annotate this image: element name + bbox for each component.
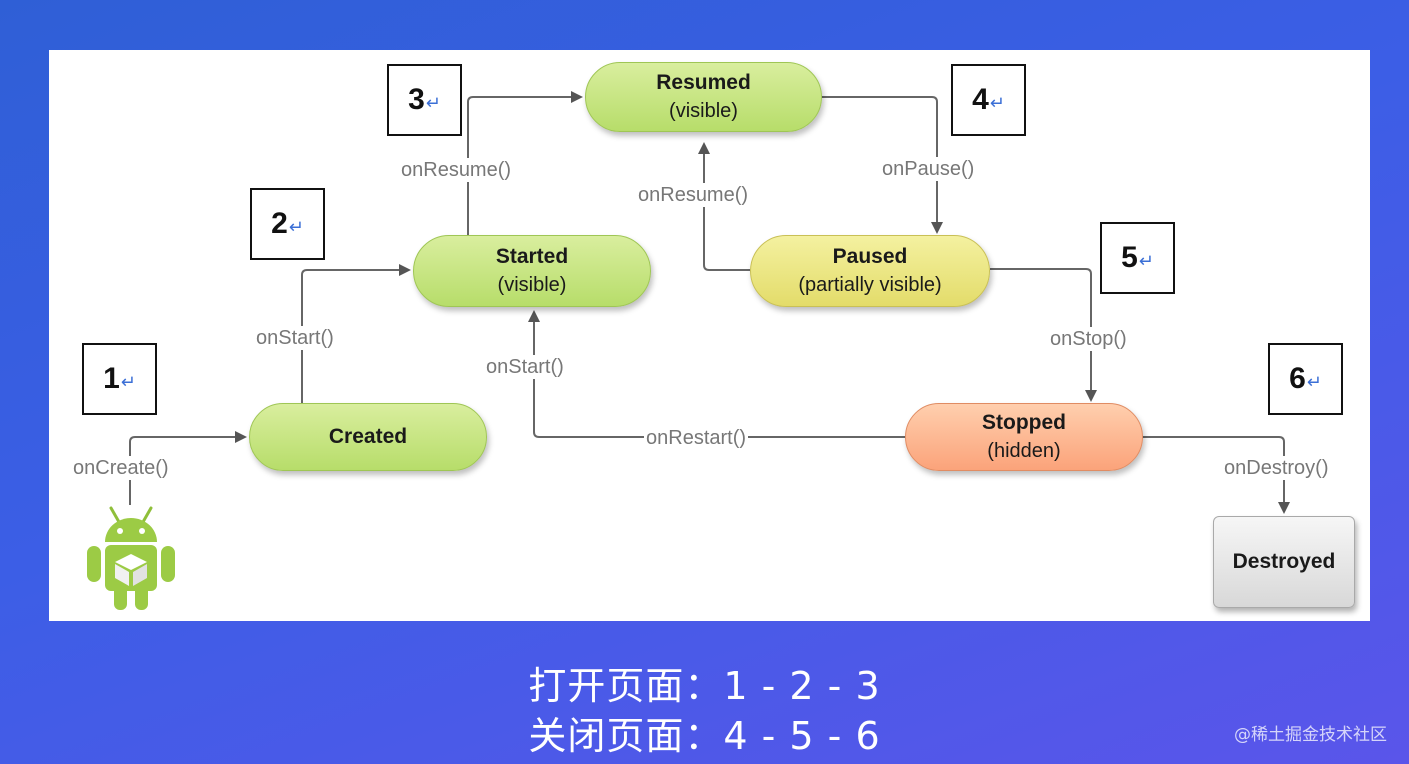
state-started-sub: (visible)	[497, 274, 567, 296]
state-started: Started (visible)	[413, 235, 651, 307]
step-marker-2-number: 2	[271, 207, 288, 240]
state-created: Created	[249, 403, 487, 471]
callback-oncreate: onCreate()	[71, 456, 171, 480]
state-stopped: Stopped (hidden)	[905, 403, 1143, 471]
return-icon: ↵	[425, 92, 441, 113]
connectors	[129, 91, 1290, 514]
state-resumed-sub: (visible)	[669, 100, 738, 122]
arrow-oncreate	[129, 431, 247, 505]
android-robot-icon	[87, 506, 175, 610]
caption-open-line: 打开页面：1 - 2 - 3	[528, 664, 881, 708]
callback-onrestart: onRestart()	[644, 426, 749, 450]
callback-onstart-2: onStart()	[484, 355, 566, 379]
arrow-onrestart	[528, 310, 905, 438]
step-marker-1-number: 1	[103, 362, 120, 395]
step-marker-5: 5↵	[1100, 222, 1175, 294]
caption-close-line: 关闭页面：4 - 5 - 6	[528, 714, 881, 758]
state-created-label: Created	[328, 425, 408, 448]
step-marker-3: 3↵	[387, 64, 462, 136]
step-marker-2: 2↵	[250, 188, 325, 260]
return-icon: ↵	[989, 92, 1005, 113]
state-stopped-label: Stopped	[982, 411, 1066, 434]
state-destroyed: Destroyed	[1213, 516, 1355, 608]
watermark: @稀土掘金技术社区	[1234, 725, 1387, 745]
state-paused-label: Paused	[832, 245, 908, 268]
step-marker-4: 4↵	[951, 64, 1026, 136]
step-marker-6: 6↵	[1268, 343, 1343, 415]
return-icon: ↵	[288, 216, 304, 237]
arrow-onpause	[822, 96, 943, 234]
return-icon: ↵	[1306, 371, 1322, 392]
arrow-onresume-2	[698, 142, 750, 271]
callback-onpause: onPause()	[880, 157, 977, 181]
callback-onstop: onStop()	[1048, 327, 1129, 351]
callback-onresume-1: onResume()	[399, 158, 514, 182]
return-icon: ↵	[1138, 250, 1154, 271]
step-marker-3-number: 3	[408, 83, 425, 116]
step-marker-4-number: 4	[972, 83, 989, 116]
diagram-panel: Created Started (visible) Resumed (visib…	[49, 50, 1370, 621]
step-marker-5-number: 5	[1121, 241, 1138, 274]
return-icon: ↵	[120, 371, 136, 392]
state-started-label: Started	[495, 245, 569, 268]
arrow-onstart-1	[301, 264, 411, 403]
state-resumed-label: Resumed	[656, 71, 751, 94]
arrow-ondestroy	[1143, 436, 1290, 514]
arrow-onresume-1	[467, 91, 583, 235]
state-stopped-sub: (hidden)	[987, 440, 1061, 462]
state-resumed: Resumed (visible)	[585, 62, 822, 132]
state-paused: Paused (partially visible)	[750, 235, 990, 307]
callback-ondestroy: onDestroy()	[1222, 456, 1331, 480]
state-paused-sub: (partially visible)	[798, 274, 942, 296]
callback-onresume-2: onResume()	[636, 183, 751, 207]
step-marker-6-number: 6	[1289, 362, 1306, 395]
callback-onstart-1: onStart()	[254, 326, 336, 350]
arrow-onstop	[990, 268, 1097, 402]
state-destroyed-label: Destroyed	[1232, 550, 1336, 573]
step-marker-1: 1↵	[82, 343, 157, 415]
